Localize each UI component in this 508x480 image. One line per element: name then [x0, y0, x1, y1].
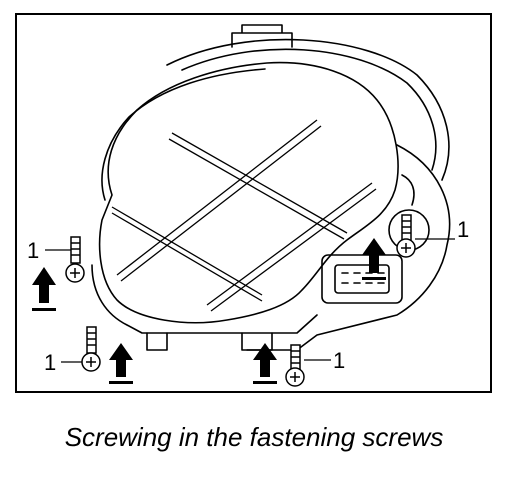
arrow-up-bottom-right: [253, 343, 277, 377]
top-clip: [231, 24, 293, 48]
cover-cross-pattern: [111, 119, 377, 312]
figure-caption: Screwing in the fastening screws: [64, 422, 444, 452]
housing-right-body: [246, 144, 451, 351]
screw-right: [396, 214, 416, 258]
cover-cap-rim: [101, 68, 266, 201]
arrows: [32, 238, 386, 384]
diagram-frame: 1 1 1 1: [15, 13, 492, 393]
housing-lower-skirt: [91, 264, 318, 334]
screw-left-upper: [65, 236, 85, 283]
arrow-up-left-lower: [109, 343, 133, 377]
cover-cap: [98, 61, 399, 324]
callout-label-left-lower: 1: [44, 350, 56, 375]
callout-label-right: 1: [457, 217, 469, 242]
bottom-tab-right: [241, 332, 273, 351]
headlight-assembly-drawing: 1 1 1 1: [27, 24, 469, 387]
callout-label-bottom-right: 1: [333, 348, 345, 373]
bottom-tab-left: [146, 332, 168, 351]
housing-outer-arc: [166, 38, 450, 181]
arrow-up-right: [362, 238, 386, 273]
screw-bottom-right: [285, 344, 305, 387]
arrow-up-left-upper: [32, 267, 56, 303]
housing-inner-arc: [181, 48, 437, 171]
screw-left-lower: [81, 326, 101, 372]
callout-label-left-upper: 1: [27, 238, 39, 263]
